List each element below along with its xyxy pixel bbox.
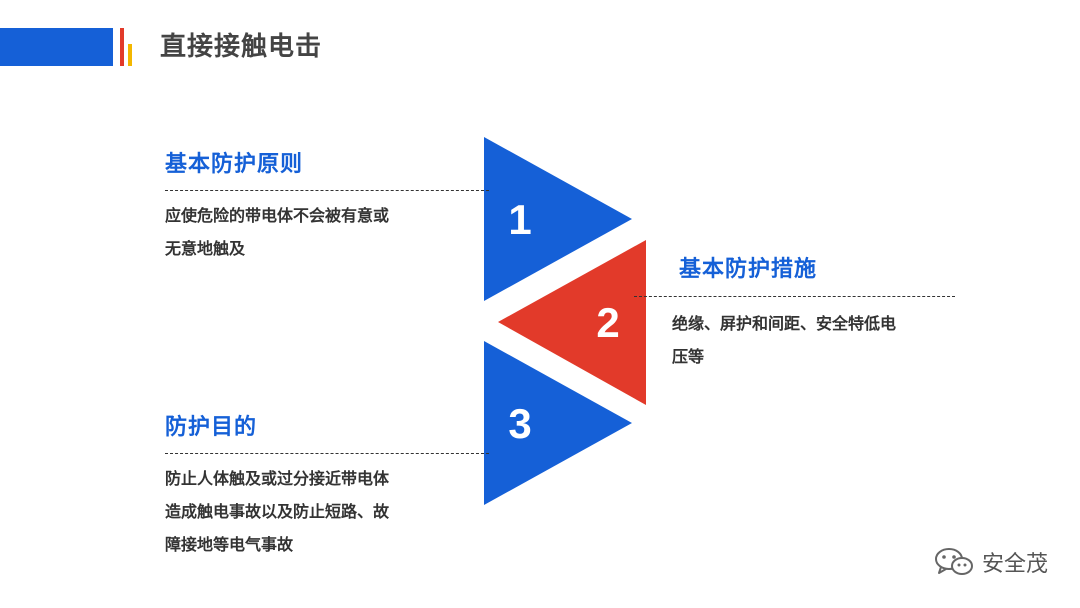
section-3-body-line: 障接地等电气事故: [165, 535, 294, 554]
section-1-body-line: 应使危险的带电体不会被有意或: [165, 206, 390, 225]
section-2-body-line: 压等: [672, 347, 705, 366]
section-1-body: 应使危险的带电体不会被有意或 无意地触及: [165, 199, 389, 265]
triangle-2: [498, 240, 646, 405]
section-1-title: 基本防护原则: [165, 152, 304, 177]
page-title: 直接接触电击: [160, 32, 323, 62]
section-3-title: 防护目的: [165, 415, 258, 440]
header-accent-bar-yellow: [128, 44, 132, 66]
triangle-1: [484, 137, 632, 301]
section-2-body-line: 绝缘、屏护和间距、安全特低电: [672, 314, 897, 333]
header-accent-bar-red: [120, 28, 124, 66]
section-1-body-line: 无意地触及: [165, 239, 246, 258]
triangle-3-number: 3: [508, 400, 531, 447]
header-accent-block: [0, 28, 113, 66]
wechat-icon: [934, 548, 973, 575]
section-3-body-line: 防止人体触及或过分接近带电体: [165, 469, 390, 488]
watermark-text: 安全茂: [981, 552, 1048, 577]
triangle-2-number: 2: [596, 299, 619, 346]
triangle-3: [484, 341, 632, 505]
watermark: 安全茂: [934, 546, 1048, 578]
section-2-divider: [634, 296, 955, 297]
section-3-body: 防止人体触及或过分接近带电体 造成触电事故以及防止短路、故 障接地等电气事故: [165, 462, 389, 561]
section-3-body-line: 造成触电事故以及防止短路、故: [165, 502, 390, 521]
section-3-divider: [165, 453, 489, 454]
section-1-divider: [165, 190, 489, 191]
section-2-body: 绝缘、屏护和间距、安全特低电 压等: [672, 307, 896, 373]
triangle-1-number: 1: [508, 196, 531, 243]
section-2-title: 基本防护措施: [679, 257, 818, 282]
